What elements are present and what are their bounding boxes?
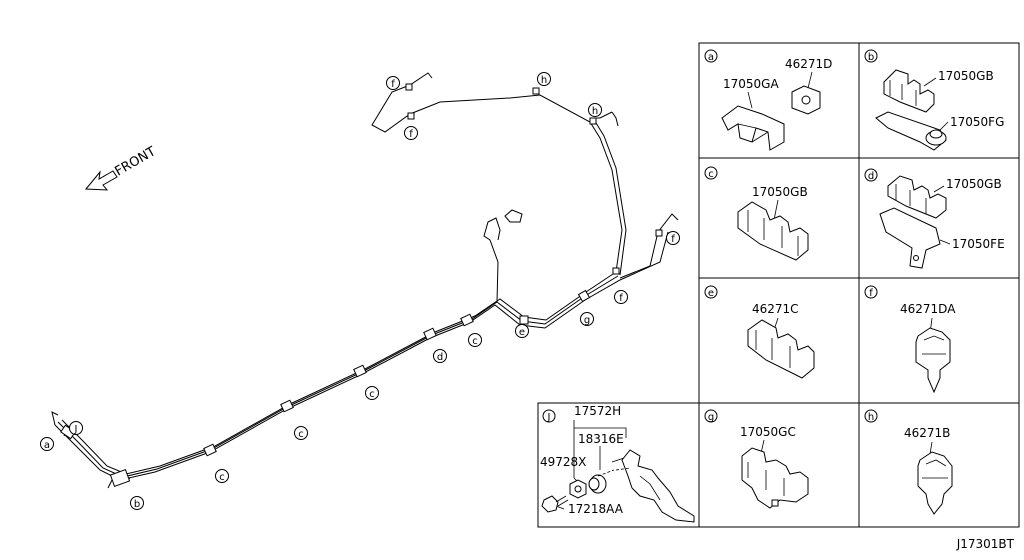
- callout-h-1: h: [537, 72, 551, 86]
- part-number: 46271B: [904, 426, 950, 440]
- routing-callouts: f h f h f f e g c d c c c a J b: [40, 72, 680, 510]
- callout-label: f: [391, 79, 395, 90]
- callout-g: g: [580, 312, 594, 326]
- callout-label: c: [298, 429, 304, 440]
- callout-c-2: c: [365, 386, 379, 400]
- callout-label: f: [619, 293, 623, 304]
- callout-label: a: [44, 440, 50, 451]
- part-number: 17050FG: [950, 115, 1004, 129]
- panel-letter: a: [708, 52, 714, 63]
- part-number: 17050GB: [938, 69, 994, 83]
- panel-a: a 17050GA 46271D: [704, 49, 832, 151]
- part-number: 17572H: [574, 404, 621, 418]
- callout-label: c: [219, 472, 225, 483]
- part-number: 46271D: [785, 57, 832, 71]
- panel-f: f 46271DA: [864, 285, 956, 394]
- callout-label: f: [671, 234, 675, 245]
- callout-h-2: h: [588, 103, 602, 117]
- callout-label: c: [472, 336, 478, 347]
- callout-label: J: [74, 424, 78, 435]
- panel-J: J 17572H 18316E 49728X 17218AA: [540, 404, 695, 523]
- part-number: 18316E: [578, 432, 624, 446]
- part-number: 46271C: [752, 302, 799, 316]
- clip-46271da-icon: [915, 327, 951, 394]
- bolt-17218aa-icon: [541, 495, 569, 513]
- clip-17050ga-icon: [721, 105, 785, 151]
- panel-letter: f: [869, 288, 873, 299]
- panel-c: c 17050GB: [704, 166, 809, 261]
- part-number: 17050FE: [952, 237, 1005, 251]
- panel-letter: h: [868, 412, 874, 423]
- front-direction-indicator: FRONT: [84, 144, 159, 191]
- panel-letter: J: [547, 412, 551, 423]
- clip-17050gc-icon: [741, 447, 809, 509]
- bracket-17050fe-icon: [879, 207, 941, 269]
- callout-a: a: [40, 437, 54, 451]
- panel-b: b 17050GB 17050FG: [864, 49, 1004, 151]
- pipe-routing: [51, 72, 679, 489]
- callout-b: b: [130, 496, 144, 510]
- bracket-17050fg-icon: [875, 111, 947, 151]
- callout-e: e: [515, 324, 529, 338]
- part-number: 17050GC: [740, 425, 796, 439]
- callout-f-1: f: [386, 76, 400, 90]
- callout-label: d: [437, 352, 443, 363]
- callout-f-4: f: [614, 290, 628, 304]
- callout-f-2: f: [404, 126, 418, 140]
- callout-label: g: [584, 315, 590, 326]
- panel-letter: e: [708, 288, 714, 299]
- callout-label: e: [519, 327, 525, 338]
- part-number: 17050GB: [752, 185, 808, 199]
- detail-panels: a 17050GA 46271D b 17050GB 17050FG: [537, 42, 1020, 528]
- clip-17050gb-icon: [883, 69, 935, 113]
- grommet-18316e-icon: [588, 474, 607, 494]
- panel-letter: g: [708, 412, 714, 423]
- callout-d: d: [433, 349, 447, 363]
- callout-c-4: c: [215, 469, 229, 483]
- front-label: FRONT: [113, 144, 159, 179]
- panel-g: g 17050GC: [704, 409, 809, 509]
- callout-J: J: [69, 421, 83, 435]
- panel-letter: b: [868, 52, 874, 63]
- callout-label: h: [541, 75, 547, 86]
- panel-e: e 46271C: [704, 285, 815, 379]
- panel-letter: c: [708, 169, 714, 180]
- callout-label: f: [409, 129, 413, 140]
- clip-17050gb-icon: [887, 175, 947, 219]
- callout-c-1: c: [468, 333, 482, 347]
- clip-46271b-icon: [917, 451, 953, 515]
- callout-label: b: [134, 499, 140, 510]
- part-number: 17050GB: [946, 177, 1002, 191]
- callout-f-3: f: [666, 231, 680, 245]
- panel-d: d 17050GB 17050FE: [864, 168, 1005, 269]
- panel-h: h 46271B: [864, 409, 953, 515]
- clip-46271c-icon: [747, 319, 815, 379]
- clip-46271d-icon: [791, 85, 821, 115]
- part-number: 17050GA: [723, 77, 779, 91]
- callout-c-3: c: [294, 426, 308, 440]
- bracket-49728x-icon: [597, 449, 695, 523]
- nut-17572h-icon: [569, 479, 587, 499]
- part-number: 17218AA: [568, 502, 624, 516]
- callout-label: c: [369, 389, 375, 400]
- part-number: 46271DA: [900, 302, 956, 316]
- panel-letter: d: [868, 171, 874, 182]
- drawing-code: J17301BT: [956, 537, 1015, 551]
- clip-17050gb-icon: [737, 201, 809, 261]
- front-arrow-icon: [84, 170, 118, 191]
- part-number: 49728X: [540, 455, 586, 469]
- callout-label: h: [592, 106, 598, 117]
